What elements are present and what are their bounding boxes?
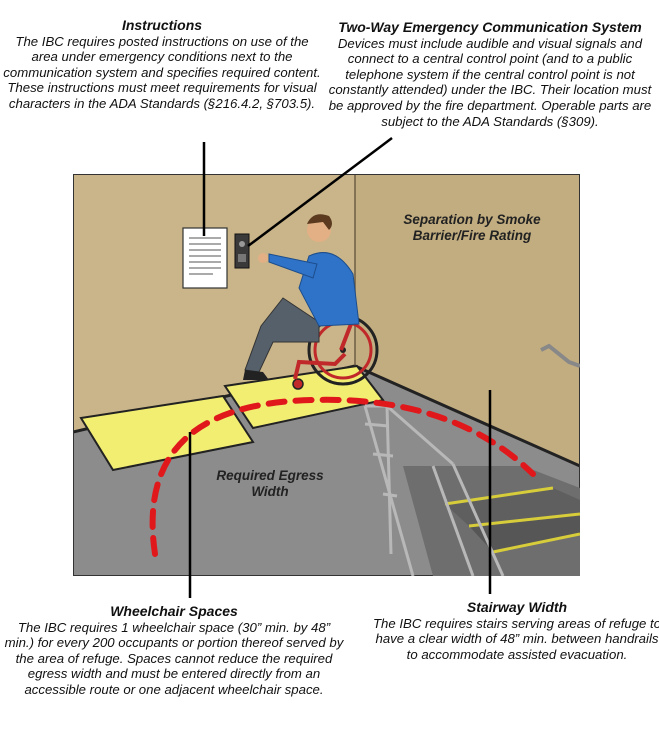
stairway-width-title: Stairway Width bbox=[372, 600, 659, 616]
wheelchair-spaces-title: Wheelchair Spaces bbox=[4, 604, 344, 620]
stairway-width-callout: Stairway Width The IBC requires stairs s… bbox=[372, 600, 659, 662]
stairway-width-text: The IBC requires stairs serving areas of… bbox=[373, 616, 659, 662]
wheelchair-spaces-callout: Wheelchair Spaces The IBC requires 1 whe… bbox=[4, 604, 344, 698]
communication-pointer bbox=[248, 138, 392, 246]
wheelchair-spaces-text: The IBC requires 1 wheelchair space (30”… bbox=[5, 620, 344, 697]
